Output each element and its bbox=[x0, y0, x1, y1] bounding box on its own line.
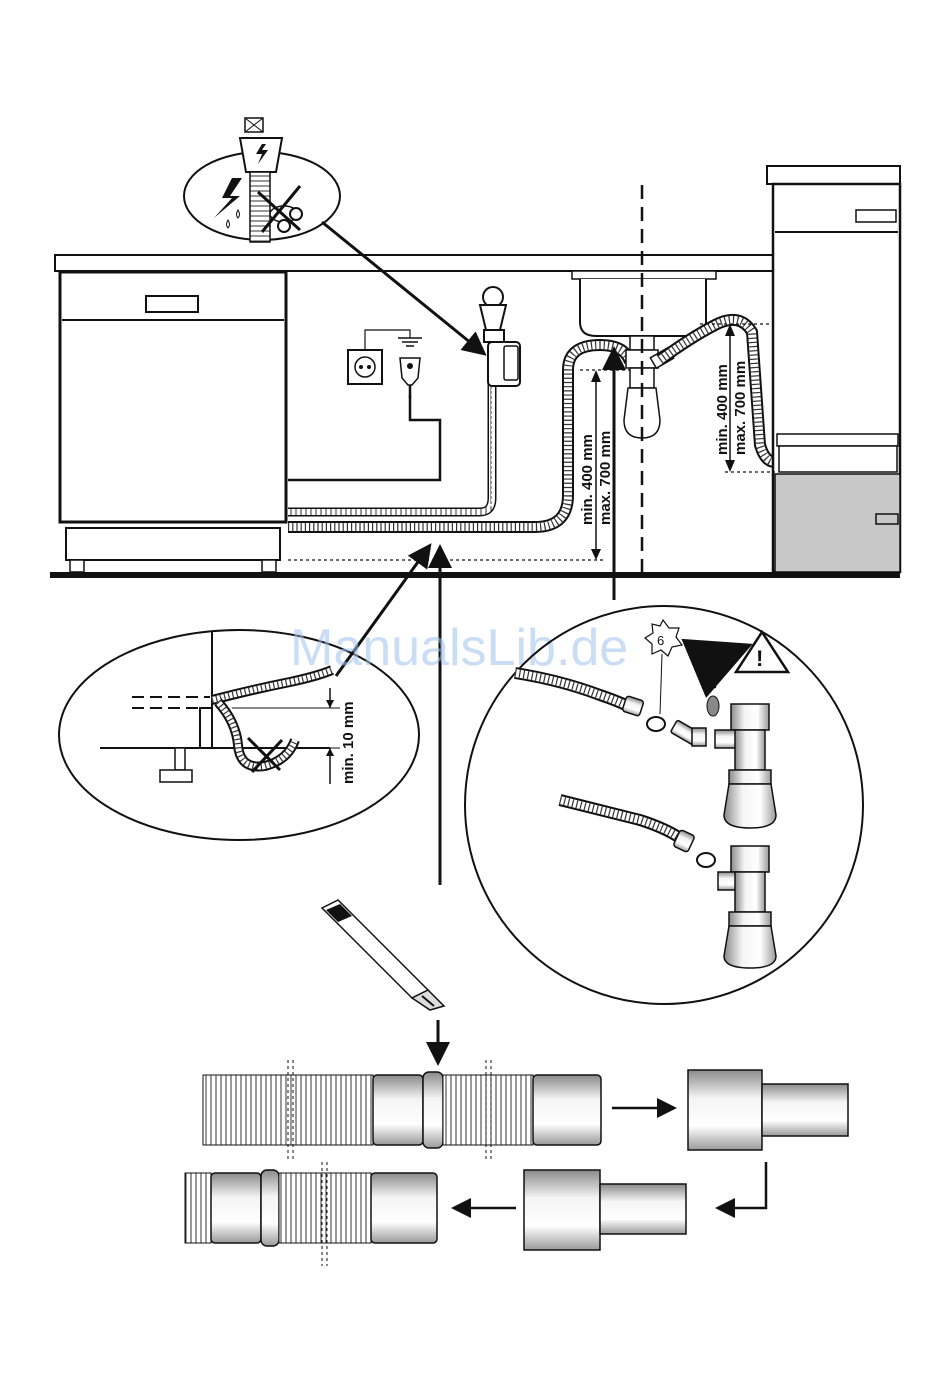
water-tap bbox=[480, 287, 520, 386]
plug bbox=[400, 358, 420, 398]
watermark: ManualsLib.de bbox=[290, 619, 628, 677]
dishwasher-handle bbox=[146, 296, 198, 312]
siphon-upper bbox=[715, 704, 776, 828]
hose-cut-step-2 bbox=[185, 1162, 437, 1266]
adapter-step-2 bbox=[524, 1170, 686, 1250]
hose-connector bbox=[670, 720, 706, 746]
wall-socket-icon bbox=[348, 350, 382, 384]
knife-icon bbox=[322, 900, 444, 1010]
callout-badge: 6 bbox=[645, 620, 682, 714]
dimension-detail-min: min. 10 mm bbox=[340, 701, 357, 784]
ground-symbol-icon bbox=[365, 330, 422, 350]
countertop bbox=[55, 255, 775, 271]
dishwasher bbox=[60, 272, 286, 572]
dimension-right-min: min. 400 mm bbox=[714, 364, 731, 455]
kitchen-scene: min. 400 mm max. 700 mm min. 400 mm max.… bbox=[50, 166, 900, 578]
dimension-left-max: max. 700 mm bbox=[597, 431, 614, 525]
siphon-lower bbox=[718, 846, 776, 968]
step-arrow-2 bbox=[720, 1162, 766, 1208]
hose-cut-step-1 bbox=[203, 1060, 601, 1160]
water-inlet bbox=[288, 287, 520, 512]
callout-number: 6 bbox=[657, 633, 664, 648]
hose-height-detail: min. 10 mm bbox=[59, 548, 428, 840]
right-cabinet bbox=[767, 166, 900, 572]
dimension-right-max: max. 700 mm bbox=[732, 361, 749, 455]
adapter-step-1 bbox=[688, 1070, 848, 1150]
warning-symbol: ! bbox=[756, 646, 763, 671]
sink bbox=[572, 271, 716, 438]
dishwasher-plinth bbox=[66, 528, 280, 560]
dimension-left-min: min. 400 mm bbox=[579, 434, 596, 525]
power-connection bbox=[288, 330, 440, 480]
